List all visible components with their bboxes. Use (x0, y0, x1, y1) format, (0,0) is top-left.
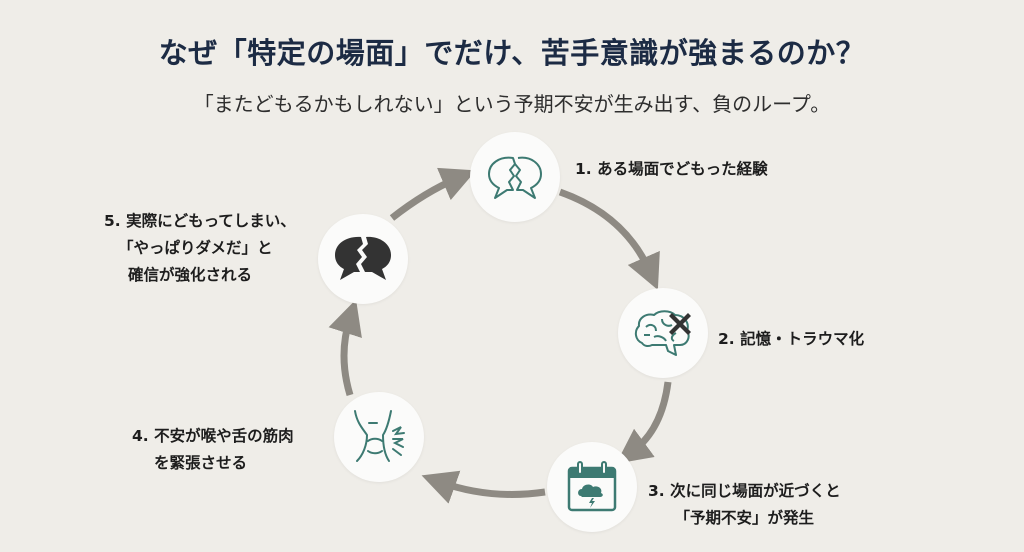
step-1-line-1: 1. ある場面でどもった経験 (575, 160, 768, 178)
step-5-line-3: 確信が強化される (128, 266, 253, 284)
step-1-node (470, 132, 560, 222)
arrow-1-to-2 (558, 188, 660, 290)
step-2-line-1: 2. 記憶・トラウマ化 (718, 330, 865, 348)
arrow-5-to-1 (389, 167, 477, 221)
step-3-line-2: 「予期不安」が発生 (674, 509, 815, 527)
step-3-label: 3. 次に同じ場面が近づくと 「予期不安」が発生 (648, 478, 841, 532)
step-2-label: 2. 記憶・トラウマ化 (718, 326, 864, 353)
step-1-label: 1. ある場面でどもった経験 (575, 156, 768, 183)
step-3-node (547, 442, 637, 532)
step-4-line-1: 4. 不安が喉や舌の筋肉 (132, 427, 294, 445)
step-4-label: 4. 不安が喉や舌の筋肉 を緊張させる (132, 423, 294, 477)
page-subtitle: 「またどもるかもしれない」という予期不安が生み出す、負のループ。 (193, 92, 831, 116)
step-5-label: 5. 実際にどもってしまい、 「やっぱりダメだ」と 確信が強化される (104, 208, 296, 289)
broken-speech-bubbles-outline-icon (488, 156, 542, 199)
page-title: なぜ「特定の場面」でだけ、苦手意識が強まるのか？ (158, 36, 866, 70)
calendar-storm-icon (567, 461, 617, 512)
arrow-3-to-4 (421, 470, 546, 504)
arrow-4-to-5 (328, 299, 362, 397)
tense-throat-icon (354, 410, 405, 462)
step-5-node (318, 214, 408, 304)
step-5-line-1: 5. 実際にどもってしまい、 (104, 212, 296, 230)
step-4-node (334, 392, 424, 482)
brain-with-x-icon (634, 310, 691, 356)
broken-speech-bubbles-solid-icon (335, 236, 391, 280)
step-3-line-1: 3. 次に同じ場面が近づくと (648, 482, 841, 500)
step-5-line-2: 「やっぱりダメだ」と (118, 239, 273, 257)
arrow-2-to-3 (616, 381, 672, 464)
step-4-line-2: を緊張させる (154, 454, 248, 472)
step-2-node (618, 288, 708, 378)
